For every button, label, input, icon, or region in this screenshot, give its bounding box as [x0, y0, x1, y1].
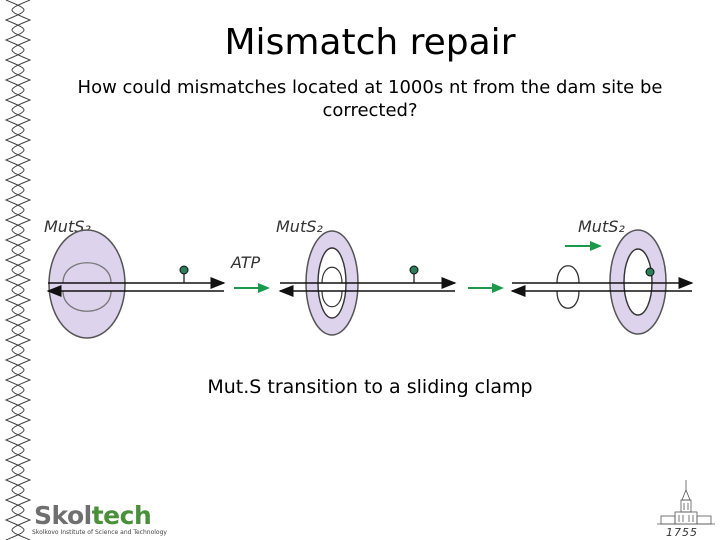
skoltech-logo: Skoltech [34, 501, 152, 530]
muts-protein-1 [48, 229, 126, 339]
muts-label-3: MutS₂ [578, 217, 625, 236]
university-building-icon [657, 480, 715, 525]
muts-label-2: MutS₂ [276, 217, 323, 236]
dam-site-marker-2 [409, 265, 419, 275]
university-year: 1755 [666, 526, 698, 539]
slide-question: How could mismatches located at 1000s nt… [77, 77, 663, 121]
dna-bubble-2 [321, 266, 343, 308]
transition-arrow-1 [234, 283, 270, 293]
sliding-direction-arrow [565, 241, 602, 251]
dam-site-marker-3 [645, 267, 655, 277]
logo-name-accent: tech [91, 501, 152, 530]
logo-name-prefix: Skol [34, 501, 92, 530]
atp-label: ATP [230, 253, 261, 272]
logo-subtitle: Skolkovo Institute of Science and Techno… [32, 529, 167, 536]
slide-title: Mismatch repair [224, 22, 516, 63]
dna-bubble-1 [62, 262, 112, 312]
muts-sliding-clamp-diagram: MutS₂ ATP MutS₂ MutS₂ [44, 217, 694, 339]
diagram-caption: Mut.S transition to a sliding clamp [207, 376, 533, 398]
decorative-chain-border [4, 0, 32, 540]
dna-bubble-3 [556, 265, 580, 309]
transition-arrow-2 [468, 283, 504, 293]
muts-clamp-inner-3 [623, 248, 653, 316]
dam-site-marker-1 [179, 265, 189, 275]
